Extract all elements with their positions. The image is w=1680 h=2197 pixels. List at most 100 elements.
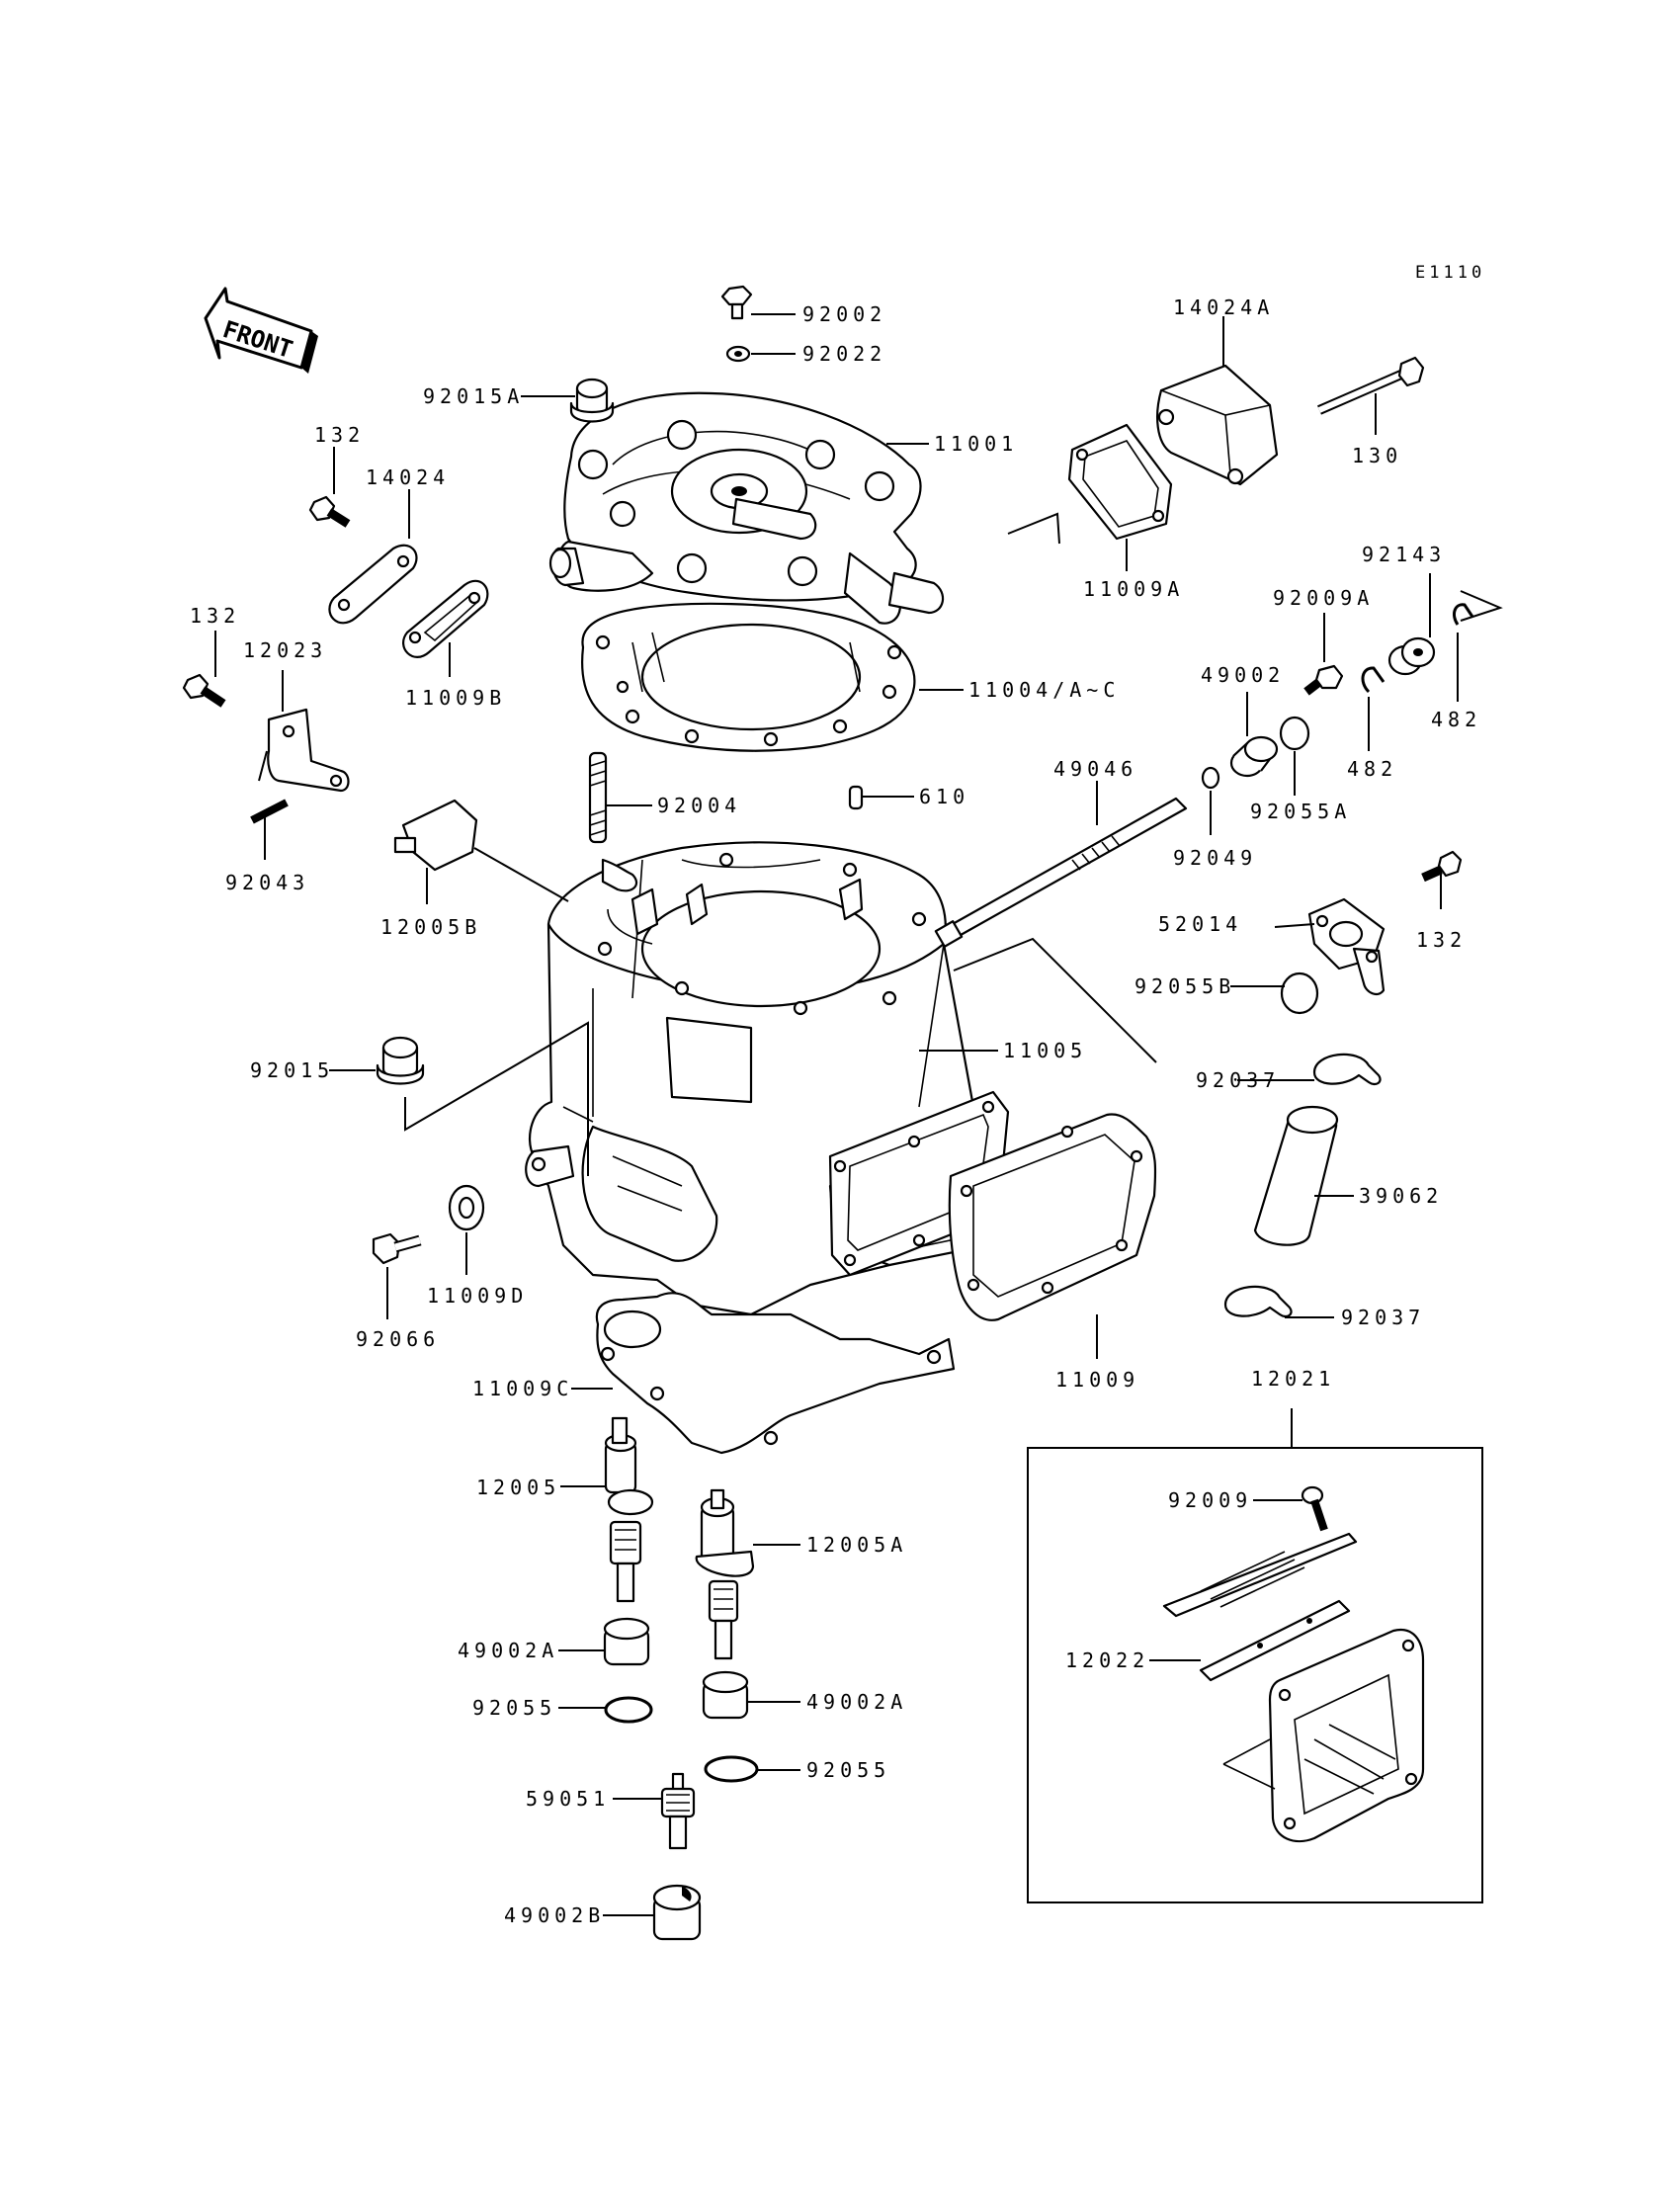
label-59051: 59051 — [526, 1787, 610, 1811]
label-11009D: 11009D — [427, 1284, 528, 1308]
gasket-11009 — [948, 1113, 1157, 1321]
reed-valve-box — [1027, 1447, 1483, 1903]
leader-lines — [214, 313, 1503, 1916]
gasket-11009B — [402, 579, 489, 658]
nut-92015 — [376, 1036, 425, 1085]
label-92055-right: 92055 — [806, 1758, 890, 1782]
reed-stopper — [1162, 1532, 1358, 1618]
oring-92055B — [1280, 972, 1319, 1015]
label-482-lower: 482 — [1347, 757, 1397, 781]
label-92002: 92002 — [802, 302, 886, 326]
label-12005: 12005 — [476, 1476, 560, 1499]
clip-482b — [1453, 603, 1474, 626]
bolt-132-top — [308, 495, 351, 528]
stud-92004 — [588, 751, 608, 844]
label-92009: 92009 — [1168, 1488, 1252, 1512]
clip-482a — [1361, 666, 1386, 694]
gasket-11009A — [1067, 423, 1173, 541]
label-92037-upper: 92037 — [1196, 1068, 1280, 1092]
nut-92015A — [569, 378, 615, 423]
label-11004: 11004/A~C — [968, 678, 1120, 702]
label-52014: 52014 — [1158, 912, 1242, 936]
label-14024: 14024 — [366, 465, 450, 489]
label-132-top: 132 — [314, 423, 365, 447]
label-11009A: 11009A — [1083, 577, 1184, 601]
sensor-12005B — [393, 799, 478, 872]
hose-39062 — [1253, 1105, 1339, 1246]
reed-mount-bracket — [1222, 1738, 1276, 1790]
base-gasket-11009C — [595, 1292, 956, 1455]
bushing-49002A-right — [702, 1670, 749, 1720]
bolt-132-right — [1421, 850, 1463, 883]
label-49002A-left: 49002A — [458, 1639, 558, 1662]
valve-12005A — [695, 1488, 755, 1660]
label-14024A: 14024A — [1173, 296, 1274, 319]
label-92004: 92004 — [657, 794, 741, 817]
reed-valve-body — [1268, 1628, 1425, 1843]
cylinder-head — [548, 391, 945, 625]
dowel-610 — [848, 785, 864, 810]
label-49002B: 49002B — [504, 1903, 605, 1927]
head-gasket — [581, 602, 916, 752]
plate-14024 — [328, 544, 418, 625]
screw-92009 — [1301, 1485, 1328, 1532]
label-130: 130 — [1352, 444, 1402, 467]
label-12005B: 12005B — [380, 915, 481, 939]
clamp-92037-lower — [1223, 1285, 1293, 1318]
label-49046: 49046 — [1053, 757, 1137, 781]
diagram-code: E1110 — [1415, 263, 1485, 283]
reed-plate-12022 — [1199, 1599, 1351, 1682]
label-92143: 92143 — [1362, 543, 1446, 566]
gear-59051 — [660, 1772, 696, 1850]
label-12021: 12021 — [1251, 1367, 1335, 1391]
grommet-92143 — [1387, 636, 1436, 676]
label-11009: 11009 — [1055, 1368, 1139, 1392]
label-92049: 92049 — [1173, 846, 1257, 870]
label-482-right: 482 — [1431, 708, 1481, 731]
label-49002A-right: 49002A — [806, 1690, 907, 1714]
label-132-left: 132 — [190, 604, 240, 628]
label-11005: 11005 — [1003, 1039, 1087, 1062]
bolt-92009A — [1303, 664, 1344, 696]
label-92043: 92043 — [225, 871, 309, 894]
label-132-right: 132 — [1416, 928, 1467, 952]
washer-11009D — [448, 1184, 485, 1231]
label-92022: 92022 — [802, 342, 886, 366]
clamp-92037-upper — [1312, 1053, 1382, 1086]
oring-92055-left — [604, 1696, 653, 1724]
rod-49046 — [934, 797, 1188, 948]
cap-49002B — [652, 1884, 702, 1941]
part-labels: 92002 92022 92015A 11001 14024A 130 132 … — [190, 296, 1481, 1927]
seal-92049 — [1201, 766, 1220, 790]
cover-14024A — [1156, 364, 1279, 486]
label-92009A: 92009A — [1273, 586, 1374, 610]
bushing-49002A-left — [603, 1617, 650, 1666]
label-92055B: 92055B — [1134, 974, 1235, 998]
label-92055-left: 92055 — [472, 1696, 556, 1720]
label-92037-lower: 92037 — [1341, 1306, 1425, 1329]
label-49002: 49002 — [1201, 663, 1285, 687]
bolt-132-left — [182, 673, 226, 708]
front-arrow-icon: FRONT — [204, 287, 318, 374]
bracket-12023 — [258, 708, 350, 793]
bolt-92002 — [720, 285, 753, 320]
label-11001: 11001 — [934, 432, 1018, 456]
label-92055A: 92055A — [1250, 800, 1351, 823]
outlet-52014 — [1307, 897, 1386, 996]
label-12022: 12022 — [1065, 1648, 1149, 1672]
oring-92055A — [1279, 716, 1310, 751]
label-11009B: 11009B — [405, 686, 506, 710]
oring-92055-right — [704, 1755, 759, 1783]
label-92015: 92015 — [250, 1058, 334, 1082]
plug-92066 — [372, 1232, 422, 1265]
pin-92043 — [250, 799, 289, 824]
label-12005A: 12005A — [806, 1533, 907, 1557]
label-11009C: 11009C — [472, 1377, 573, 1400]
bolt-130 — [1317, 356, 1425, 415]
label-92015A: 92015A — [423, 384, 524, 408]
label-12023: 12023 — [243, 638, 327, 662]
label-92066: 92066 — [356, 1327, 440, 1351]
label-610: 610 — [919, 785, 969, 808]
sleeve-49002 — [1229, 735, 1279, 778]
